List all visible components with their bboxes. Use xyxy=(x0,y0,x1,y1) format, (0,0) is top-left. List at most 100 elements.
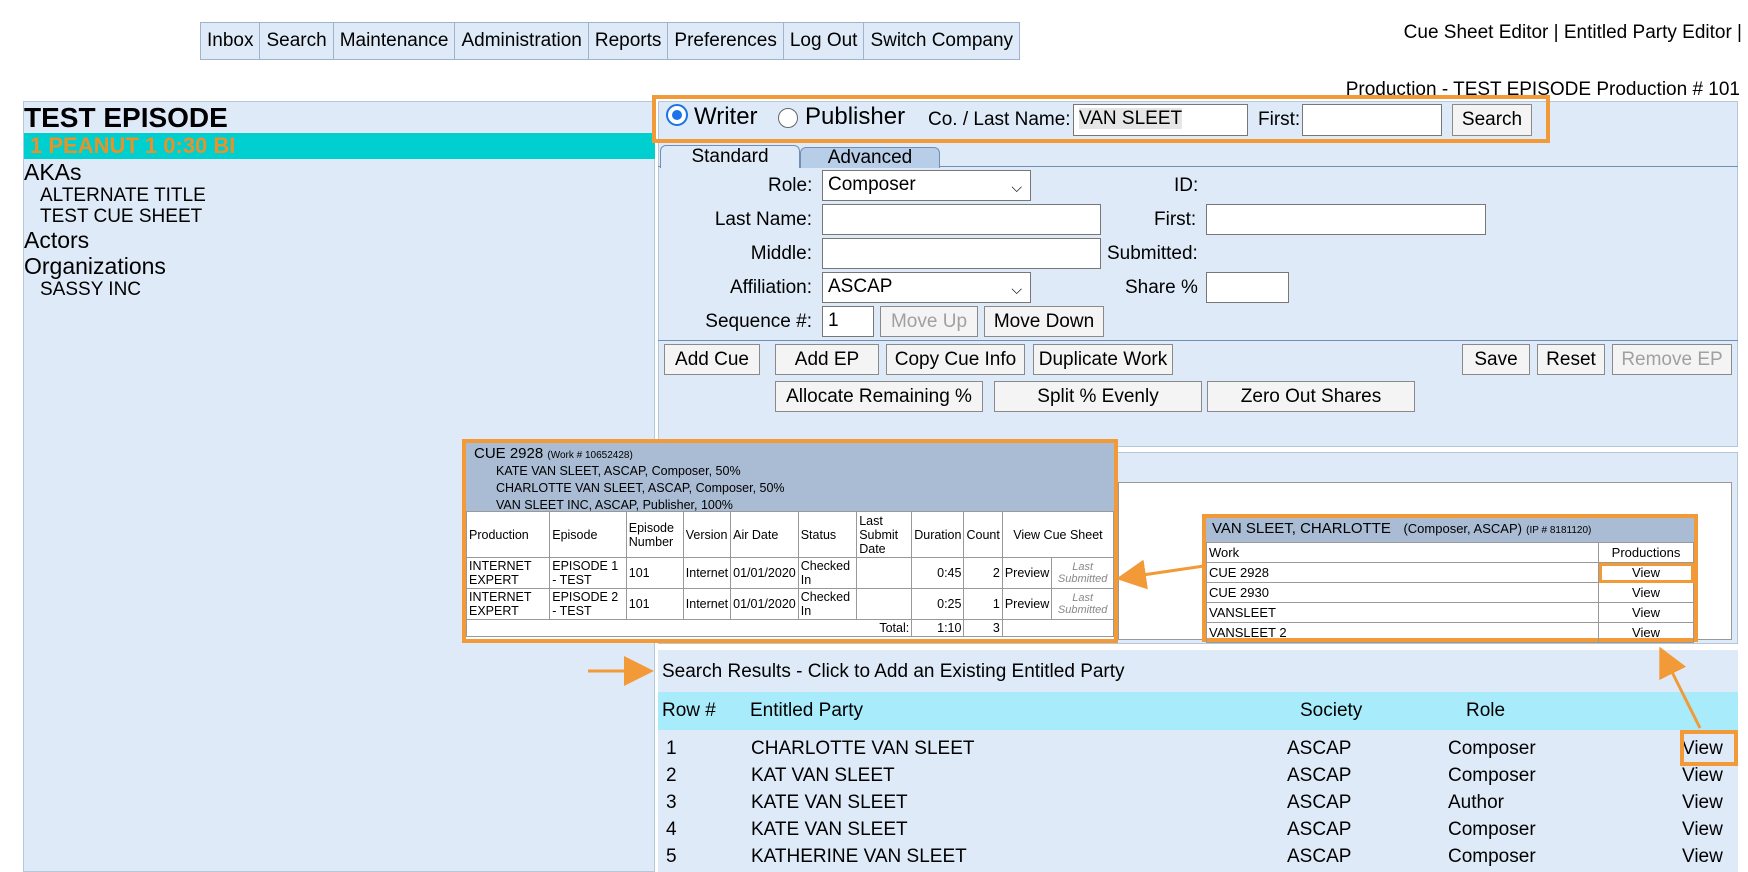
reset-button[interactable]: Reset xyxy=(1537,344,1605,375)
cell-production: INTERNET EXPERT xyxy=(465,557,551,589)
sequence-label: Sequence #: xyxy=(705,311,812,332)
affiliation-select[interactable]: ASCAP ⌵ xyxy=(822,272,1031,303)
add-cue-button[interactable]: Add Cue xyxy=(664,344,760,375)
total-count: 3 xyxy=(963,619,1003,637)
role-select[interactable]: Composer ⌵ xyxy=(822,170,1031,201)
cue-title: CUE 2928 xyxy=(474,445,544,462)
share-label: Share % xyxy=(1125,277,1198,298)
top-nav: Inbox Search Maintenance Administration … xyxy=(200,22,1021,60)
nav-switch-company[interactable]: Switch Company xyxy=(870,30,1014,51)
preview-link[interactable]: Preview xyxy=(1001,557,1053,589)
publisher-radio[interactable] xyxy=(778,108,798,128)
organizations-heading: Organizations xyxy=(24,253,166,279)
move-up-button[interactable]: Move Up xyxy=(880,306,978,337)
view-link[interactable]: View xyxy=(1682,846,1723,867)
nav-inbox[interactable]: Inbox xyxy=(201,23,261,59)
aka-item[interactable]: TEST CUE SHEET xyxy=(40,206,203,227)
view-link[interactable]: View xyxy=(1682,765,1723,786)
selected-cue[interactable]: 1 PEANUT 1 0:30 BI xyxy=(24,133,655,159)
lastname-search-input[interactable]: VAN SLEET xyxy=(1073,104,1248,136)
table-row: INTERNET EXPERT EPISODE 1 - TEST 101 Int… xyxy=(465,557,1114,589)
lastname-label: Co. / Last Name: xyxy=(928,109,1071,130)
col-view-cue-sheet: View Cue Sheet xyxy=(1001,511,1115,558)
organization-item[interactable]: SASSY INC xyxy=(40,279,142,300)
society: ASCAP xyxy=(1287,792,1352,813)
view-productions-link[interactable]: View xyxy=(1598,622,1694,643)
writer-radio[interactable] xyxy=(666,104,688,126)
split-evenly-button[interactable]: Split % Evenly xyxy=(994,381,1202,412)
cell-episode-number: 101 xyxy=(625,588,684,620)
view-link[interactable]: View xyxy=(1682,738,1723,759)
lastname-form-label: Last Name: xyxy=(714,209,812,230)
cell-episode: EPISODE 2 - TEST xyxy=(549,588,627,620)
sequence-field[interactable]: 1 xyxy=(822,306,874,337)
tab-advanced[interactable]: Advanced xyxy=(800,147,940,168)
cue-party: CHARLOTTE VAN SLEET, ASCAP, Composer, 50… xyxy=(496,481,785,495)
col-society: Society xyxy=(1300,700,1363,721)
save-button[interactable]: Save xyxy=(1462,344,1530,375)
col-air-date: Air Date xyxy=(730,511,799,558)
tab-standard[interactable]: Standard xyxy=(660,145,800,168)
lastname-field[interactable] xyxy=(822,204,1101,235)
search-button[interactable]: Search xyxy=(1452,104,1532,136)
row-number: 4 xyxy=(666,819,677,840)
view-link[interactable]: View xyxy=(1682,792,1723,813)
table-row[interactable]: 5 KATHERINE VAN SLEET ASCAP Composer Vie… xyxy=(658,846,1738,872)
lastname-search-value: VAN SLEET xyxy=(1079,108,1183,129)
col-episode: Episode xyxy=(549,511,627,558)
society: ASCAP xyxy=(1287,738,1352,759)
middle-name-field[interactable] xyxy=(822,238,1101,269)
last-submitted-link[interactable]: Last Submitted xyxy=(1051,557,1114,589)
search-results-panel xyxy=(658,650,1738,872)
zero-out-shares-button[interactable]: Zero Out Shares xyxy=(1207,381,1415,412)
row-number: 1 xyxy=(666,738,677,759)
party-name: CHARLOTTE VAN SLEET xyxy=(751,738,975,759)
col-last-submit: Last Submit Date xyxy=(856,511,913,558)
party-works-popup: VAN SLEET, CHARLOTTE (Composer, ASCAP) (… xyxy=(1202,514,1698,643)
cue-detail-popup: CUE 2928 (Work # 10652428) KATE VAN SLEE… xyxy=(462,439,1118,643)
party-ip: (IP # 8181120) xyxy=(1526,525,1592,536)
party-name: KATE VAN SLEET xyxy=(751,792,908,813)
cue-party: KATE VAN SLEET, ASCAP, Composer, 50% xyxy=(496,464,741,478)
nav-maintenance[interactable]: Maintenance xyxy=(334,23,456,59)
table-row[interactable]: 3 KATE VAN SLEET ASCAP Author View xyxy=(658,792,1738,818)
add-ep-button[interactable]: Add EP xyxy=(775,344,879,375)
party-name: KAT VAN SLEET xyxy=(751,765,895,786)
share-field[interactable] xyxy=(1206,272,1289,303)
cell-duration: 0:25 xyxy=(911,588,965,620)
preview-link[interactable]: Preview xyxy=(1001,588,1053,620)
view-link[interactable]: View xyxy=(1682,819,1723,840)
first-label: First: xyxy=(1258,109,1301,130)
akas-heading: AKAs xyxy=(24,159,82,185)
cue-party: VAN SLEET INC, ASCAP, Publisher, 100% xyxy=(496,498,733,512)
first-search-input[interactable] xyxy=(1302,104,1442,136)
publisher-label: Publisher xyxy=(805,103,906,130)
party-detail: (Composer, ASCAP) xyxy=(1403,521,1522,536)
episode-title: TEST EPISODE xyxy=(24,102,228,133)
cell-production: INTERNET EXPERT xyxy=(465,588,551,620)
results-header xyxy=(658,692,1738,730)
nav-preferences[interactable]: Preferences xyxy=(668,23,784,59)
copy-cue-info-button[interactable]: Copy Cue Info xyxy=(886,344,1025,375)
editor-links[interactable]: Cue Sheet Editor | Entitled Party Editor… xyxy=(1403,22,1742,43)
party-name: KATHERINE VAN SLEET xyxy=(751,846,967,867)
table-row[interactable]: 4 KATE VAN SLEET ASCAP Composer View xyxy=(658,819,1738,845)
nav-administration[interactable]: Administration xyxy=(455,23,589,59)
view-productions-link[interactable]: View xyxy=(1598,602,1694,623)
remove-ep-button[interactable]: Remove EP xyxy=(1612,344,1732,375)
society: ASCAP xyxy=(1287,846,1352,867)
row-number: 2 xyxy=(666,765,677,786)
total-label: Total: xyxy=(465,619,913,637)
allocate-remaining-button[interactable]: Allocate Remaining % xyxy=(775,381,983,412)
aka-item[interactable]: ALTERNATE TITLE xyxy=(40,185,206,206)
nav-reports[interactable]: Reports xyxy=(589,23,669,59)
nav-logout[interactable]: Log Out xyxy=(784,23,865,59)
party-popup-header: VAN SLEET, CHARLOTTE (Composer, ASCAP) (… xyxy=(1206,518,1694,542)
table-row[interactable]: 1 CHARLOTTE VAN SLEET ASCAP Composer Vie… xyxy=(658,738,1738,764)
nav-search[interactable]: Search xyxy=(260,23,334,59)
table-row[interactable]: 2 KAT VAN SLEET ASCAP Composer View xyxy=(658,765,1738,791)
col-role: Role xyxy=(1466,700,1506,721)
first-name-field[interactable] xyxy=(1206,204,1486,235)
duplicate-work-button[interactable]: Duplicate Work xyxy=(1033,344,1173,375)
move-down-button[interactable]: Move Down xyxy=(984,306,1104,337)
